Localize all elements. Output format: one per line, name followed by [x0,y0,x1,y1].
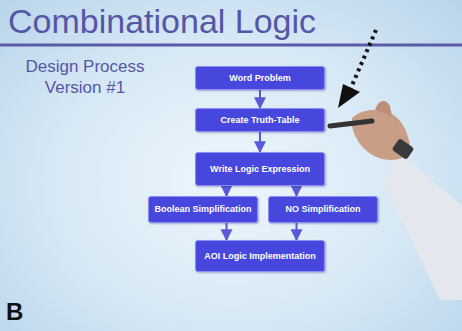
box-label: Write Logic Expression [210,164,310,174]
flow-arrow [296,186,298,196]
slide-subheading: Design Process Version #1 [10,56,160,99]
box-label: Word Problem [229,73,290,83]
process-box: NO Simplification [268,196,378,223]
process-box: Create Truth-Table [195,108,325,132]
box-label: AOI Logic Implementation [204,251,316,261]
panel-letter: B [6,298,23,326]
flow-arrow [259,132,261,152]
box-label: NO Simplification [285,204,360,214]
sleeve [385,150,462,300]
flow-arrow [296,223,298,240]
flow-arrow [259,90,261,108]
pointer-arrow [350,30,376,90]
pen [330,121,372,126]
pointer-arrow-head [338,84,360,108]
finger [375,101,392,116]
watch [392,138,415,160]
box-label: Create Truth-Table [221,115,300,125]
slide-title: Combinational Logic [8,2,316,41]
process-box: Word Problem [195,66,325,90]
flow-arrow [226,186,228,196]
process-box: Write Logic Expression [195,152,325,186]
flow-arrow [226,223,228,240]
process-box: Boolean Simplification [148,196,258,223]
process-box: AOI Logic Implementation [195,240,325,272]
title-rule [0,44,462,47]
box-label: Boolean Simplification [154,204,251,214]
